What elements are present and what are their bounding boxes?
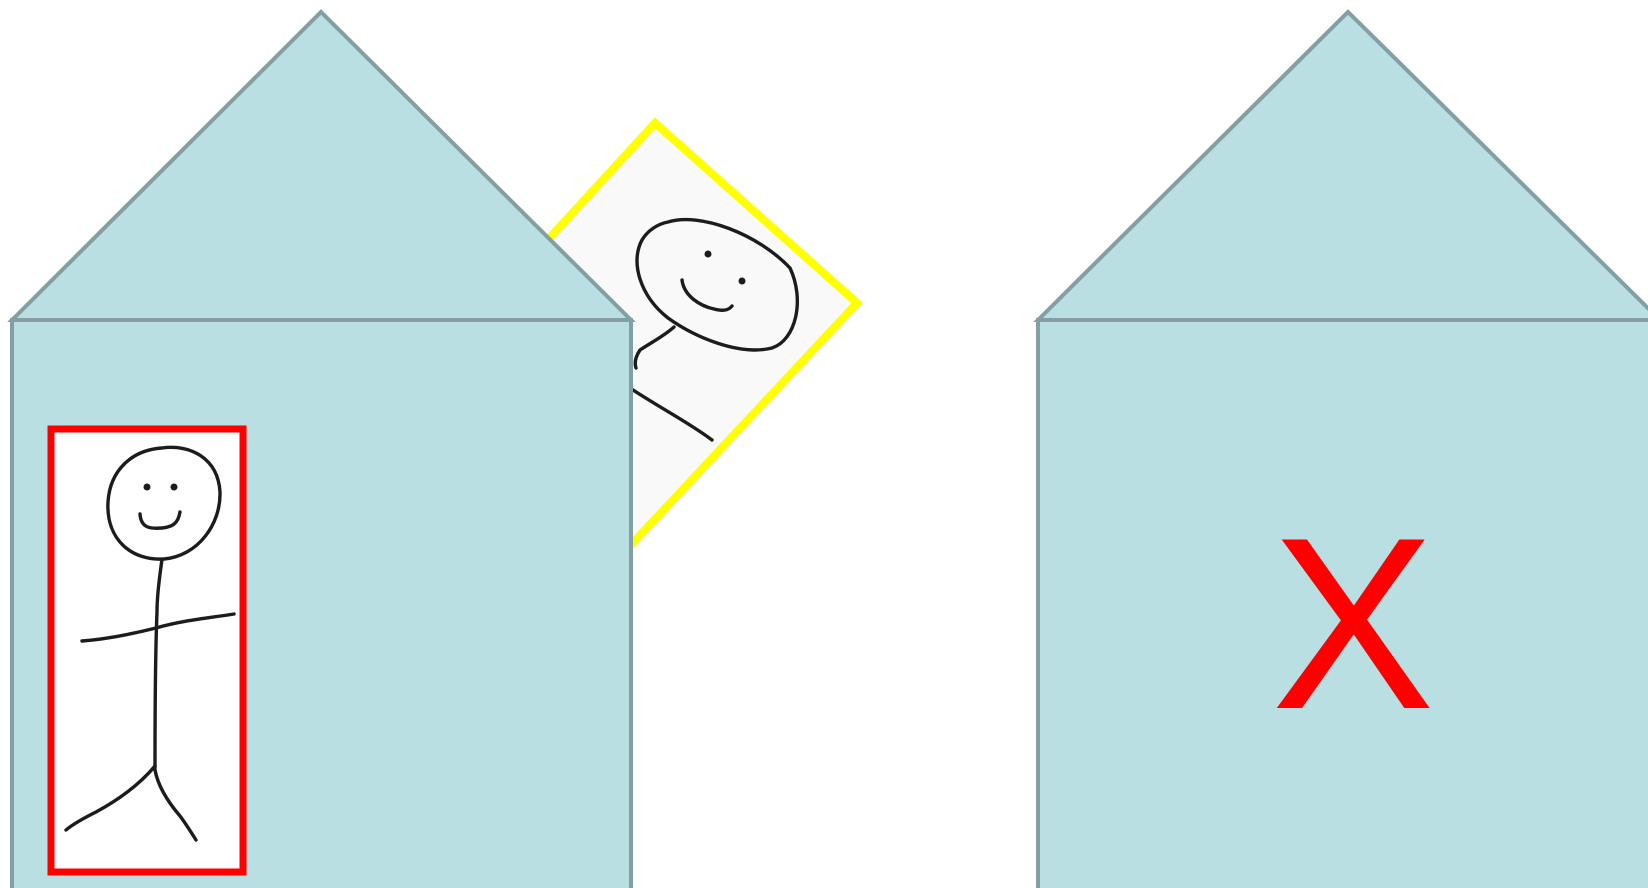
house-left bbox=[12, 12, 631, 888]
house-right: X bbox=[1038, 12, 1648, 888]
house-left-roof bbox=[12, 12, 631, 320]
occupant-eye-right bbox=[171, 484, 178, 491]
empty-house-x-mark: X bbox=[1271, 486, 1434, 760]
outside-figure-eye-right bbox=[739, 278, 746, 285]
occupant-eye-left bbox=[144, 484, 151, 491]
occupant-highlight-box bbox=[51, 429, 243, 872]
outside-figure-eye-left bbox=[705, 251, 712, 258]
house-right-roof bbox=[1038, 12, 1648, 320]
